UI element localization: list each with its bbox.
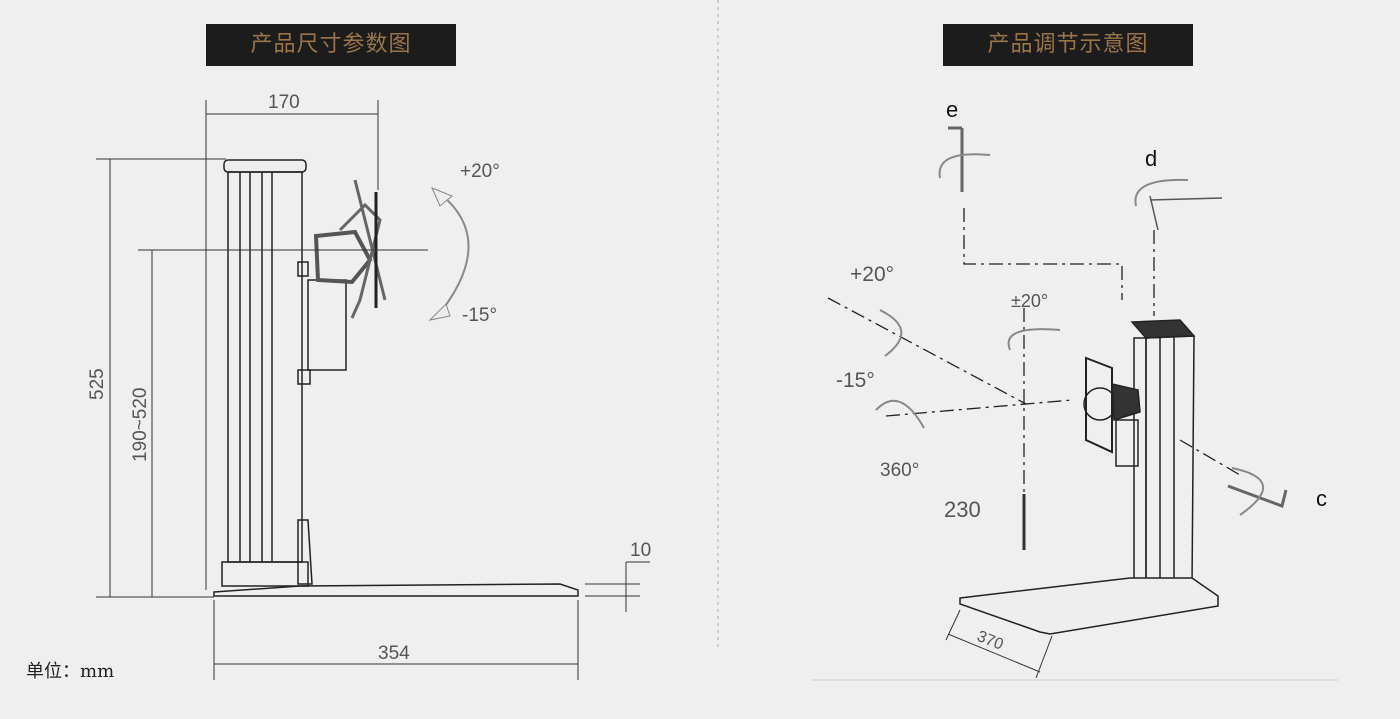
label-c: c — [1316, 486, 1327, 511]
dim-tilt-up: +20° — [460, 161, 500, 182]
side-view-stand — [213, 159, 579, 597]
label-height-travel: 230 — [944, 497, 981, 522]
label-rotate: 360° — [880, 460, 919, 481]
dim-base-thickness: 10 — [630, 540, 651, 561]
label-d: d — [1145, 146, 1157, 171]
dim-width-170: 170 — [268, 92, 300, 113]
rotation-arrows — [875, 153, 1264, 516]
dim-tilt-down: -15° — [462, 305, 497, 326]
label-tilt-down: -15° — [836, 369, 875, 392]
label-base-width: 370 — [975, 628, 1006, 654]
label-tilt-up: +20° — [850, 263, 894, 286]
dim-height-range: 190~520 — [130, 388, 151, 463]
label-swivel: ±20° — [1011, 291, 1048, 311]
left-panel-title: 产品尺寸参数图 — [206, 24, 456, 66]
isometric-stand — [948, 126, 1288, 635]
right-dimension-lines — [945, 494, 1053, 679]
right-panel-title: 产品调节示意图 — [943, 24, 1193, 66]
left-dimension-lines — [96, 100, 650, 680]
dim-base-depth: 354 — [378, 643, 410, 664]
right-axis-lines — [827, 208, 1241, 540]
dim-height-525: 525 — [87, 368, 108, 400]
unit-label: 单位：mm — [26, 661, 115, 682]
label-e: e — [946, 97, 958, 122]
